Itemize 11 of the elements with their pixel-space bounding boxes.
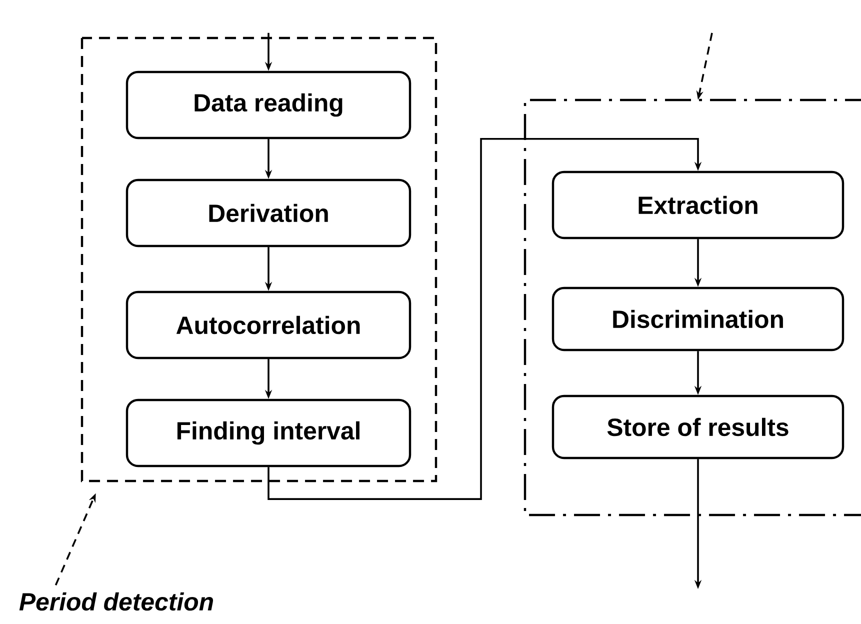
process-box: Finding interval bbox=[126, 398, 412, 468]
group-box bbox=[524, 98, 861, 516]
process-box: Derivation bbox=[126, 178, 412, 248]
arrow bbox=[268, 138, 702, 500]
group-label: Period detection bbox=[19, 592, 214, 611]
process-box: Store of results bbox=[552, 394, 844, 460]
process-box: Extraction bbox=[552, 170, 844, 240]
group-box bbox=[80, 36, 438, 482]
process-box: Data reading bbox=[126, 70, 412, 140]
process-box: Autocorrelation bbox=[126, 290, 412, 360]
process-box: Discrimination bbox=[552, 286, 844, 352]
